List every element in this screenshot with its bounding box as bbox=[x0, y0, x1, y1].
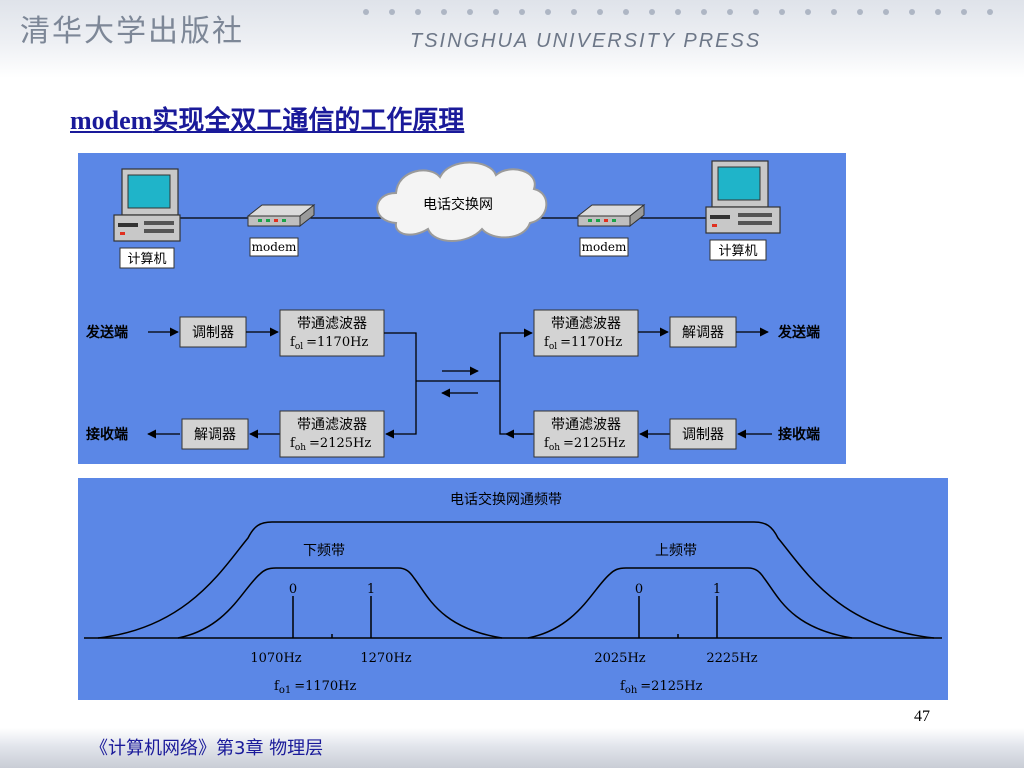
low-band-freq1: 1270Hz bbox=[360, 651, 411, 666]
right-modulator-box bbox=[669, 418, 737, 450]
high-band-freq1: 2225Hz bbox=[706, 651, 757, 666]
right-filter-low-box bbox=[533, 309, 639, 357]
footer-band bbox=[0, 728, 1024, 768]
network-diagram-panel: 计算机 modem 电话交换网 modem bbox=[78, 153, 846, 464]
low-band-curve bbox=[177, 567, 503, 639]
modem-left-label-box bbox=[249, 237, 299, 257]
modem-right-icon bbox=[576, 203, 646, 228]
left-filter-low-freq: fol=1170Hz bbox=[290, 335, 368, 352]
modem-left-label: modem bbox=[252, 240, 297, 254]
computer-left-icon bbox=[113, 168, 181, 242]
right-demodulator-label: 解调器 bbox=[682, 325, 724, 341]
right-filter-high-output bbox=[499, 381, 532, 435]
slide-title: modem实现全双工通信的工作原理 bbox=[70, 100, 464, 137]
computer-right-icon bbox=[705, 160, 781, 234]
high-band-label: 上频带 bbox=[655, 543, 697, 559]
high-band-freq0: 2025Hz bbox=[594, 651, 645, 666]
high-band-curve bbox=[527, 567, 853, 639]
computer-left-label-box bbox=[119, 247, 175, 269]
slide-title-prefix: modem bbox=[70, 106, 153, 135]
publisher-logo-en: TSINGHUA UNIVERSITY PRESS bbox=[410, 30, 762, 52]
passband-label: 电话交换网通频带 bbox=[450, 491, 562, 508]
modem-right-label-box bbox=[579, 237, 629, 257]
right-filter-low-input bbox=[499, 328, 533, 381]
computer-right-label-box bbox=[709, 239, 767, 261]
high-band-center: foh=2125Hz bbox=[620, 679, 703, 696]
low-band-center: fo1=1170Hz bbox=[274, 679, 357, 696]
right-filter-high-box bbox=[533, 410, 639, 458]
low-band-label: 下频带 bbox=[303, 543, 345, 559]
page-number: 47 bbox=[914, 708, 930, 725]
modem-right-label: modem bbox=[582, 240, 627, 254]
computer-right-label: 计算机 bbox=[718, 244, 757, 259]
left-demodulator-box bbox=[181, 418, 249, 450]
high-band-bit1: 1 bbox=[713, 582, 721, 597]
low-band-bit1: 1 bbox=[367, 582, 375, 597]
right-demodulator-box bbox=[669, 316, 737, 348]
right-receive-label: 接收端 bbox=[778, 426, 820, 443]
cloud-icon bbox=[376, 161, 548, 242]
left-filter-high-freq: foh=2125Hz bbox=[290, 436, 371, 453]
spectrum-diagram-panel: 电话交换网通频带 下频带 0 1 1070Hz 1270Hz fo1=1170H… bbox=[78, 478, 948, 700]
left-filter-high-box bbox=[279, 410, 385, 458]
computer-left-label: 计算机 bbox=[127, 252, 166, 267]
right-filter-high-name: 带通滤波器 bbox=[551, 417, 621, 433]
left-receive-label: 接收端 bbox=[86, 426, 128, 443]
left-filter-low-output bbox=[384, 332, 417, 381]
header-dots bbox=[363, 9, 993, 15]
right-filter-high-freq: foh=2125Hz bbox=[544, 436, 625, 453]
footer-text: 《计算机网络》第3章 物理层 bbox=[90, 738, 324, 759]
left-filter-low-name: 带通滤波器 bbox=[297, 316, 367, 332]
left-filter-low-box bbox=[279, 309, 385, 357]
low-band-bit0: 0 bbox=[289, 582, 297, 597]
publisher-logo-cn: 清华大学出版社 bbox=[20, 14, 244, 49]
right-send-label: 发送端 bbox=[777, 324, 820, 341]
left-send-label: 发送端 bbox=[85, 324, 128, 341]
left-modulator-label: 调制器 bbox=[192, 325, 234, 341]
publisher-header: 清华大学出版社 TSINGHUA UNIVERSITY PRESS bbox=[0, 0, 1024, 78]
cloud-label: 电话交换网 bbox=[423, 196, 493, 213]
left-filter-high-name: 带通滤波器 bbox=[297, 417, 367, 433]
modem-left-icon bbox=[246, 203, 316, 228]
left-demodulator-label: 解调器 bbox=[194, 427, 236, 443]
spectrum-diagram: 电话交换网通频带 下频带 0 1 1070Hz 1270Hz fo1=1170H… bbox=[84, 491, 942, 696]
slide-title-rest: 实现全双工通信的工作原理 bbox=[152, 106, 465, 136]
right-filter-low-freq: fol=1170Hz bbox=[544, 335, 622, 352]
high-band-bit0: 0 bbox=[635, 582, 643, 597]
network-diagram: 计算机 modem 电话交换网 modem bbox=[85, 160, 820, 458]
left-filter-high-input bbox=[385, 381, 417, 439]
right-modulator-label: 调制器 bbox=[682, 427, 724, 443]
passband-curve bbox=[97, 521, 935, 639]
right-filter-low-name: 带通滤波器 bbox=[551, 316, 621, 332]
low-band-freq0: 1070Hz bbox=[250, 651, 301, 666]
